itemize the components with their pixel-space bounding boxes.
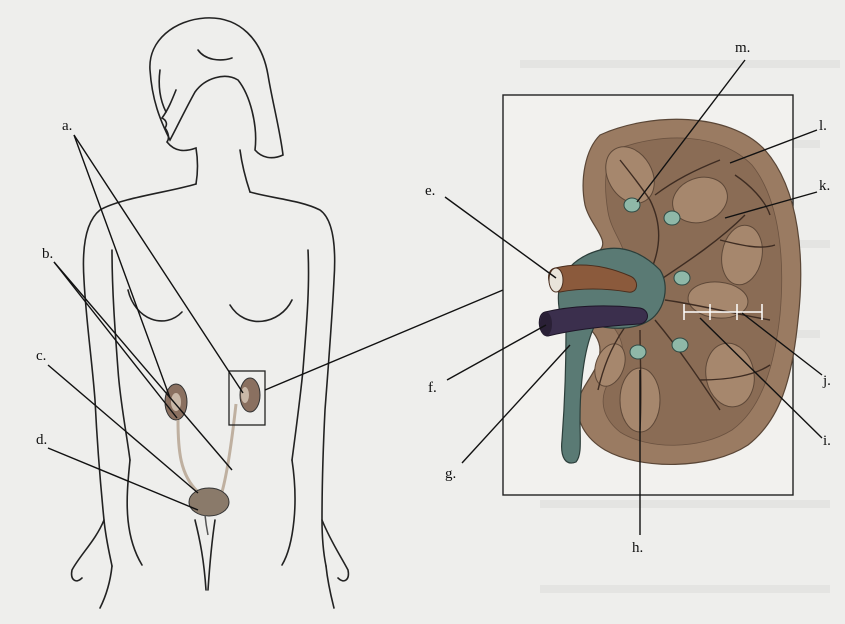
- label-a: a.: [62, 118, 72, 134]
- label-d: d.: [36, 432, 47, 448]
- bladder-shape: [189, 488, 229, 516]
- label-f: f.: [428, 380, 437, 396]
- label-g: g.: [445, 466, 456, 482]
- label-k: k.: [819, 178, 830, 194]
- label-i: i.: [823, 433, 831, 449]
- label-b: b.: [42, 246, 53, 262]
- label-j: j.: [822, 373, 831, 389]
- label-e: e.: [425, 183, 435, 199]
- label-m: m.: [735, 40, 750, 56]
- label-l: l.: [819, 118, 827, 134]
- kidney-section-panel: [503, 95, 801, 495]
- label-c: c.: [36, 348, 46, 364]
- label-h: h.: [632, 540, 643, 556]
